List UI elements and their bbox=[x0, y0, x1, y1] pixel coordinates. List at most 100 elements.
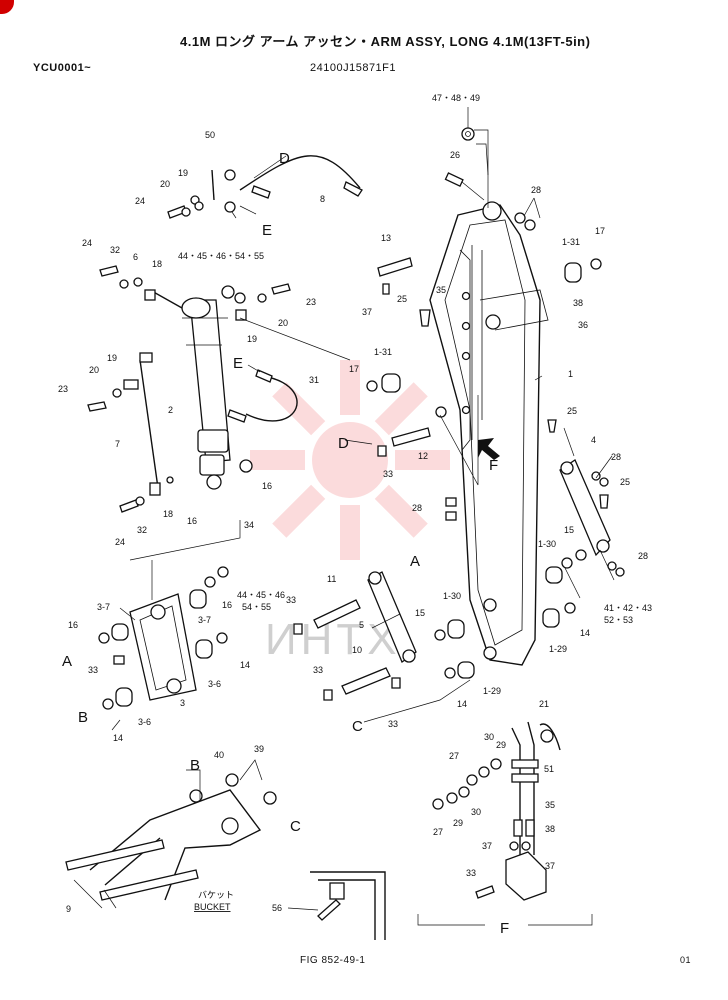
view-arrow-F bbox=[478, 438, 500, 460]
view-letter-E-top: E bbox=[262, 222, 272, 239]
callout: 35 bbox=[436, 285, 446, 295]
callout: 13 bbox=[381, 233, 391, 243]
callout: 32 bbox=[110, 245, 120, 255]
callout: 16 bbox=[222, 600, 232, 610]
callout: 2 bbox=[168, 405, 173, 415]
callout: 1-30 bbox=[443, 591, 461, 601]
callout: 29 bbox=[453, 818, 463, 828]
callout: 4 bbox=[591, 435, 596, 445]
callout: 15 bbox=[564, 525, 574, 535]
callout: 44・45・46・54・55 bbox=[178, 251, 264, 261]
callout: 3 bbox=[180, 698, 185, 708]
bucket-cylinder bbox=[166, 285, 253, 490]
callout: 24 bbox=[115, 537, 125, 547]
view-letter-F-detail: F bbox=[500, 920, 509, 937]
callout: 38 bbox=[573, 298, 583, 308]
callout: 1-29 bbox=[549, 644, 567, 654]
callout: 34 bbox=[244, 520, 254, 530]
callout: 36 bbox=[578, 320, 588, 330]
view-letter-A-right: A bbox=[410, 553, 420, 570]
view-letter-C-mid: C bbox=[352, 718, 363, 735]
serial-range: YCU0001~ bbox=[33, 62, 92, 74]
callout: 31 bbox=[309, 375, 319, 385]
callout: 7 bbox=[115, 439, 120, 449]
callout: 28 bbox=[611, 452, 621, 462]
callout: 19 bbox=[178, 168, 188, 178]
callout: 14 bbox=[580, 628, 590, 638]
callout: 28 bbox=[412, 503, 422, 513]
callout: 54・55 bbox=[242, 602, 271, 612]
callout: 1-31 bbox=[374, 347, 392, 357]
callout: 50 bbox=[205, 130, 215, 140]
callout: 10 bbox=[352, 645, 362, 655]
callout: 3-6 bbox=[208, 679, 221, 689]
view-letter-A-left: A bbox=[62, 653, 72, 670]
callout: 11 bbox=[327, 574, 336, 584]
callout: 33 bbox=[466, 868, 476, 878]
callout: 27 bbox=[449, 751, 459, 761]
leader-lines bbox=[73, 143, 615, 911]
callout: 23 bbox=[58, 384, 68, 394]
callout: 56 bbox=[272, 903, 282, 913]
callout: 41・42・43 bbox=[604, 603, 652, 613]
callout: 18 bbox=[152, 259, 162, 269]
callout: 33 bbox=[88, 665, 98, 675]
callout: 8 bbox=[320, 194, 325, 204]
callout: 33 bbox=[388, 719, 398, 729]
callout: 28 bbox=[531, 185, 541, 195]
detail-view-F bbox=[417, 721, 593, 926]
hydraulic-hoses bbox=[190, 155, 363, 423]
watermark-text: ИНТХ bbox=[265, 615, 401, 664]
callout: 1 bbox=[568, 369, 573, 379]
callout: 30 bbox=[484, 732, 494, 742]
view-letter-D-top: D bbox=[279, 150, 290, 167]
callout: 37 bbox=[482, 841, 492, 851]
view-letter-E-mid: E bbox=[233, 355, 243, 372]
callout: 38 bbox=[545, 824, 555, 834]
pipe-part-7 bbox=[87, 265, 183, 513]
callout: 9 bbox=[66, 904, 71, 914]
view-letter-B-left: B bbox=[78, 709, 88, 726]
link-part-4 bbox=[547, 419, 625, 577]
callout: 32 bbox=[137, 525, 147, 535]
cylinder-top-fittings bbox=[144, 201, 291, 321]
callout: 16 bbox=[68, 620, 78, 630]
callout: 19 bbox=[107, 353, 117, 363]
callout: 14 bbox=[240, 660, 250, 670]
callout: 52・53 bbox=[604, 615, 633, 625]
callout: 16 bbox=[187, 516, 197, 526]
callout: 15 bbox=[415, 608, 425, 618]
callout: 28 bbox=[638, 551, 648, 561]
callout: 25 bbox=[397, 294, 407, 304]
callout: 14 bbox=[113, 733, 123, 743]
callout: 24 bbox=[135, 196, 145, 206]
callout: 23 bbox=[306, 297, 316, 307]
callout: 18 bbox=[163, 509, 173, 519]
view-letter-B-bucket: B bbox=[190, 757, 200, 774]
callout: 40 bbox=[214, 750, 224, 760]
watermark-emblem bbox=[250, 360, 450, 560]
view-letter-C-bucket: C bbox=[290, 818, 301, 835]
callout: 47・48・49 bbox=[432, 93, 480, 103]
callout: 25 bbox=[620, 477, 630, 487]
figure-number: FIG 852-49-1 bbox=[300, 955, 366, 966]
callout: 6 bbox=[133, 252, 138, 262]
callout: 33 bbox=[313, 665, 323, 675]
callout: 3-7 bbox=[198, 615, 211, 625]
link-part-5 bbox=[293, 571, 417, 701]
callout: 29 bbox=[496, 740, 506, 750]
callout: 16 bbox=[262, 481, 272, 491]
callout: 1-30 bbox=[538, 539, 556, 549]
callout: 17 bbox=[349, 364, 359, 374]
callout: 14 bbox=[457, 699, 467, 709]
page-title: 4.1M ロング アーム アッセン・ARM ASSY, LONG 4.1M(13… bbox=[180, 34, 591, 49]
callout: 44・45・46 bbox=[237, 590, 285, 600]
callout: 20 bbox=[89, 365, 99, 375]
callout: 51 bbox=[544, 764, 554, 774]
arm-top-fittings bbox=[377, 107, 602, 327]
callout: 17 bbox=[595, 226, 605, 236]
page-number: 01 bbox=[680, 955, 692, 965]
callout-numbers: 47・48・49 26 28 13 1-31 17 25 35 38 36 37… bbox=[58, 93, 652, 914]
callout: 37 bbox=[362, 307, 372, 317]
callout: 12 bbox=[418, 451, 428, 461]
